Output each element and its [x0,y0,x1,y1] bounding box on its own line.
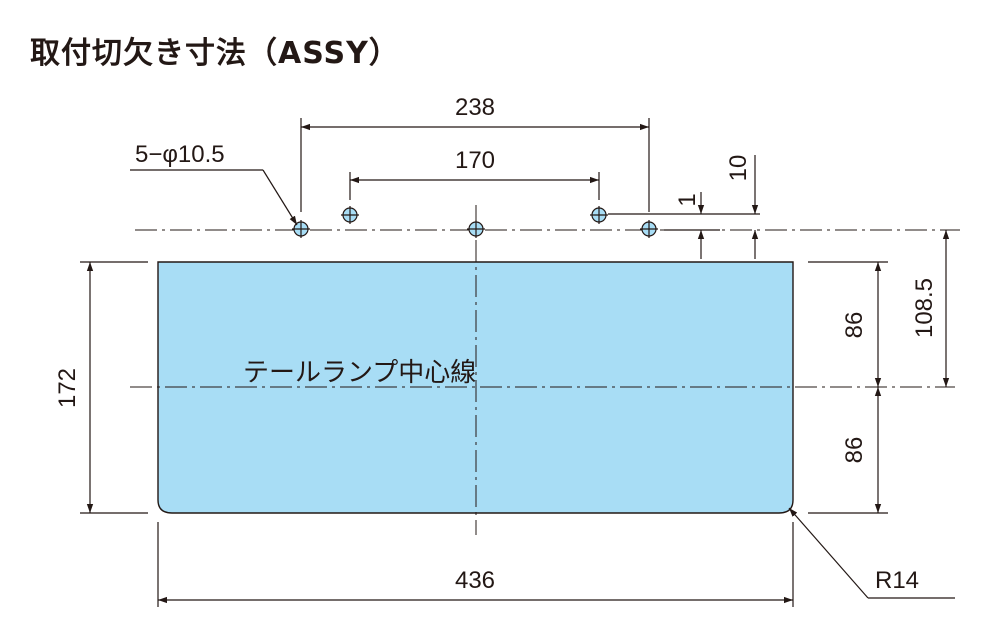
dimension-238-label: 238 [455,94,495,121]
mounting-hole [590,206,608,224]
mounting-hole [467,220,485,238]
dimension-86-lower-label: 86 [841,437,868,464]
corner-radius-callout: R14 [788,507,955,599]
dimension-86-upper-label: 86 [841,312,868,339]
tail-lamp-centerline-label: テールランプ中心線 [243,358,476,388]
hole-spec-callout: 5−φ10.5 [130,141,298,226]
mounting-hole [640,220,658,238]
dimension-10-label: 10 [725,155,752,182]
page-title: 取付切欠き寸法（ASSY） [30,36,400,71]
dimension-436: 436 [157,522,794,607]
hole-spec-label: 5−φ10.5 [135,141,225,168]
dimension-right-vertical: 86 86 108.5 [808,230,950,514]
dimension-436-label: 436 [455,567,495,594]
dimension-108-5-label: 108.5 [911,278,938,338]
dimension-170-label: 170 [455,147,495,174]
mounting-hole [292,220,310,238]
mounting-holes [292,206,658,238]
dimension-1-label: 1 [674,193,701,206]
dimension-172-label: 172 [54,368,81,408]
dimension-172: 172 [54,261,148,514]
mounting-hole [341,206,359,224]
corner-radius-label: R14 [875,567,919,594]
dimension-170: 170 [349,147,600,200]
dimension-hole-offset: 1 10 [608,155,760,259]
dimension-238: 238 [300,94,650,212]
